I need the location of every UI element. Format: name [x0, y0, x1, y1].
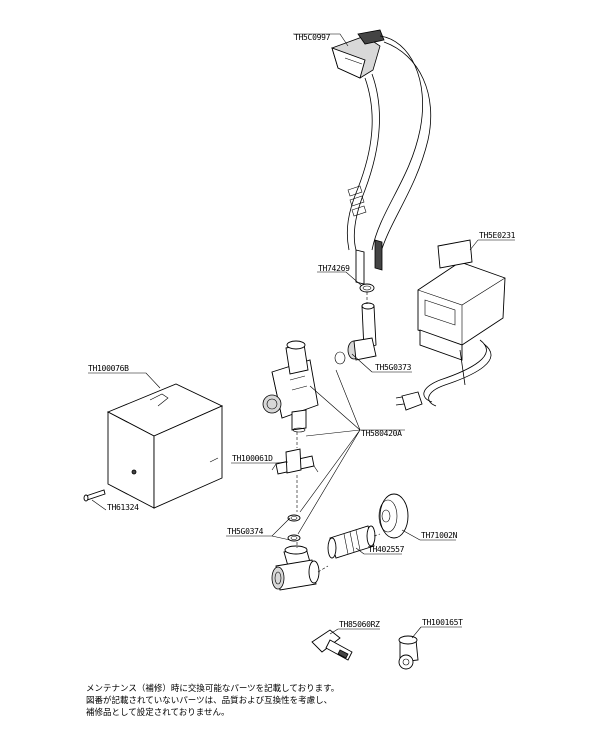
elbow-drawing — [334, 302, 377, 365]
label-nut: TH74269 — [318, 264, 350, 273]
leader-lines — [88, 33, 515, 639]
label-gasket: TH5G0373 — [375, 363, 412, 372]
tee-fitting-drawing — [271, 545, 320, 591]
key-drawing — [311, 629, 353, 661]
label-pipe: TH402557 — [368, 545, 405, 554]
valve-body-drawing — [262, 340, 319, 433]
pipe-drawing — [327, 525, 376, 559]
cover-box-drawing — [106, 383, 224, 509]
escutcheon-drawing — [378, 493, 409, 539]
note-line-2: 図番が記載されていないパーツは、品質および互換性を考慮し、 — [86, 696, 333, 706]
label-cover: TH100076B — [88, 364, 129, 373]
faucet-head-drawing — [331, 29, 432, 285]
note-line-1: メンテナンス（補修）時に交換可能なパーツを記載しております。 — [86, 684, 340, 694]
handle-key-drawing — [398, 635, 419, 670]
screw-drawing — [83, 489, 106, 502]
label-handle-key: TH100165T — [422, 618, 463, 627]
nut-drawing — [359, 283, 375, 293]
bracket-drawing — [271, 448, 319, 475]
label-packing: TH5G0374 — [227, 527, 264, 536]
control-box-drawing — [395, 239, 506, 411]
note-line-3: 補修品として設定されておりません。 — [86, 708, 230, 718]
label-escutcheon: TH71002N — [421, 531, 458, 540]
label-key: TH85060RZ — [339, 620, 380, 629]
label-screw: TH61324 — [107, 503, 139, 512]
label-bracket: TH100061D — [232, 454, 273, 463]
packing-drawing — [287, 514, 301, 542]
label-oring: TH580420A — [361, 429, 402, 438]
label-faucet: TH5C0997 — [294, 33, 331, 42]
label-control-box: TH5E0231 — [479, 231, 516, 240]
